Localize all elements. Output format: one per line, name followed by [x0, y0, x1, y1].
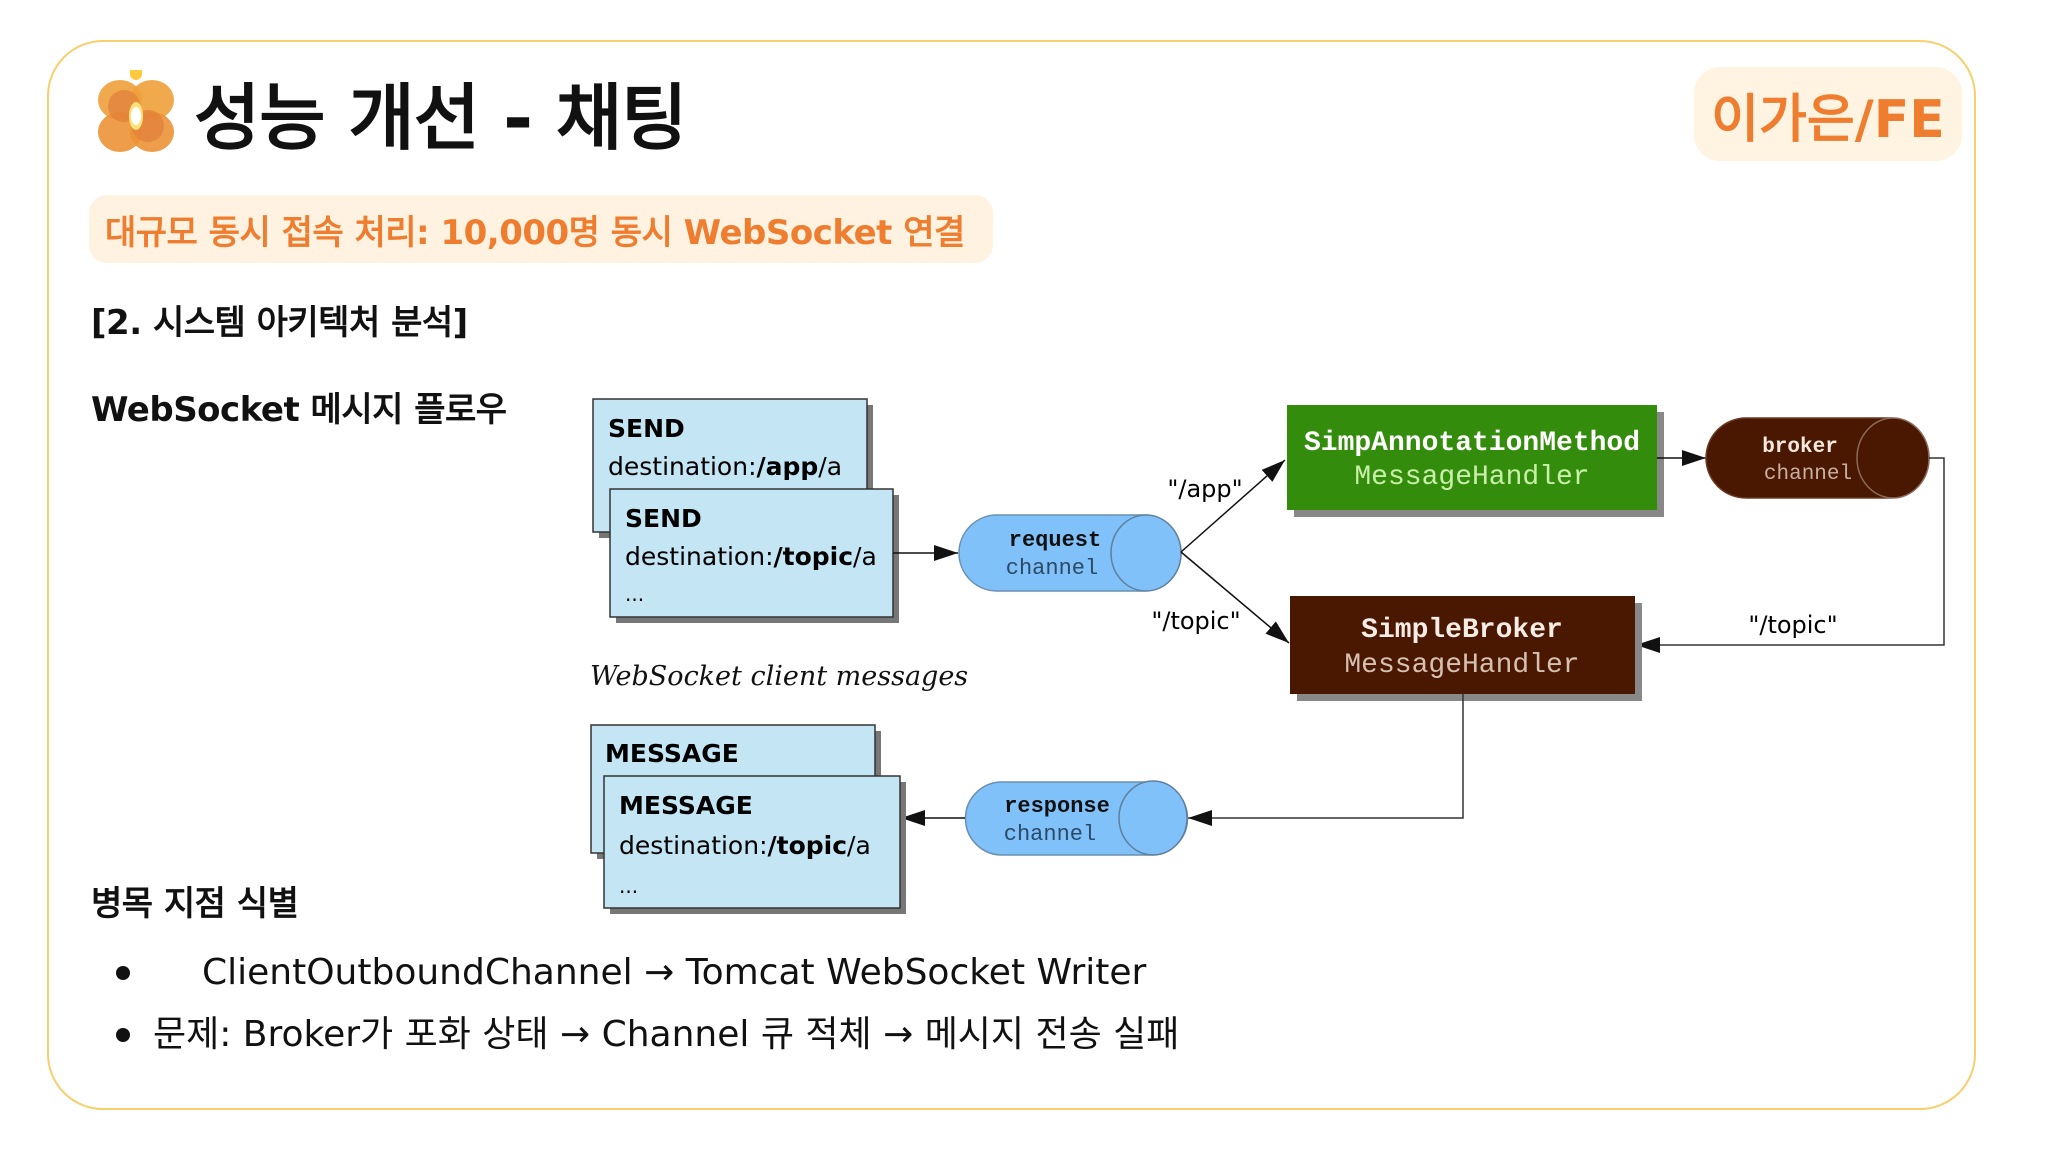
handler-name: SimpAnnotationMethod — [1304, 428, 1640, 459]
highlight-banner: 대규모 동시 접속 처리: 10,000명 동시 WebSocket 연결 — [89, 195, 993, 263]
bullet-dot — [116, 966, 130, 980]
handler-type: MessageHandler — [1344, 650, 1579, 681]
destination-line: destination:/app/a — [608, 452, 842, 481]
author-badge: 이가은/FE — [1694, 67, 1962, 161]
ellipsis: ... — [619, 874, 638, 898]
architecture-heading: [2. 시스템 아키텍처 분석] — [91, 303, 468, 343]
topic-route-label: "/topic" — [1151, 607, 1240, 635]
handler-type: MessageHandler — [1354, 462, 1589, 493]
simple-broker-handler: SimpleBroker MessageHandler — [1290, 596, 1642, 701]
arrow-to-response-channel — [1188, 694, 1464, 826]
channel-name: broker — [1762, 436, 1838, 459]
arrow-topic-route — [1180, 551, 1290, 644]
destination-line: destination:/topic/a — [625, 542, 877, 571]
send-label: SEND — [608, 414, 685, 443]
flower-logo-icon — [98, 70, 174, 152]
send-message-box-front: SEND destination:/topic/a ... — [609, 488, 899, 623]
ellipsis: ... — [625, 582, 644, 606]
arrow-app-route — [1180, 459, 1286, 553]
send-label: SEND — [625, 504, 702, 533]
message-box-front: MESSAGE destination:/topic/a ... — [603, 775, 906, 914]
bullet-dot — [116, 1028, 130, 1042]
flow-heading: WebSocket 메시지 플로우 — [91, 390, 507, 430]
client-messages-caption: WebSocket client messages — [590, 661, 968, 692]
request-channel: request channel — [958, 514, 1182, 592]
channel-name: request — [1009, 528, 1101, 553]
channel-type: channel — [1006, 556, 1098, 581]
bullet-item: ClientOutboundChannel → Tomcat WebSocket… — [202, 952, 1147, 993]
channel-type: channel — [1764, 463, 1852, 486]
broker-channel: broker channel — [1705, 417, 1930, 499]
bullet-item: 문제: Broker가 포화 상태 → Channel 큐 적체 → 메시지 전… — [153, 1014, 1180, 1055]
message-label: MESSAGE — [605, 739, 739, 768]
broker-topic-label: "/topic" — [1748, 611, 1837, 639]
arrow-broker-to-simplebroker — [1636, 457, 1945, 653]
destination-line: destination:/topic/a — [619, 831, 871, 860]
page-title: 성능 개선 - 채팅 — [194, 76, 688, 160]
annotation-method-handler: SimpAnnotationMethod MessageHandler — [1287, 405, 1664, 517]
handler-name: SimpleBroker — [1361, 615, 1563, 646]
app-route-label: "/app" — [1167, 475, 1242, 503]
bottleneck-heading: 병목 지점 식별 — [91, 884, 299, 924]
channel-name: response — [1004, 794, 1110, 819]
channel-type: channel — [1004, 822, 1096, 847]
response-channel: response channel — [964, 780, 1189, 856]
message-label: MESSAGE — [619, 791, 753, 820]
